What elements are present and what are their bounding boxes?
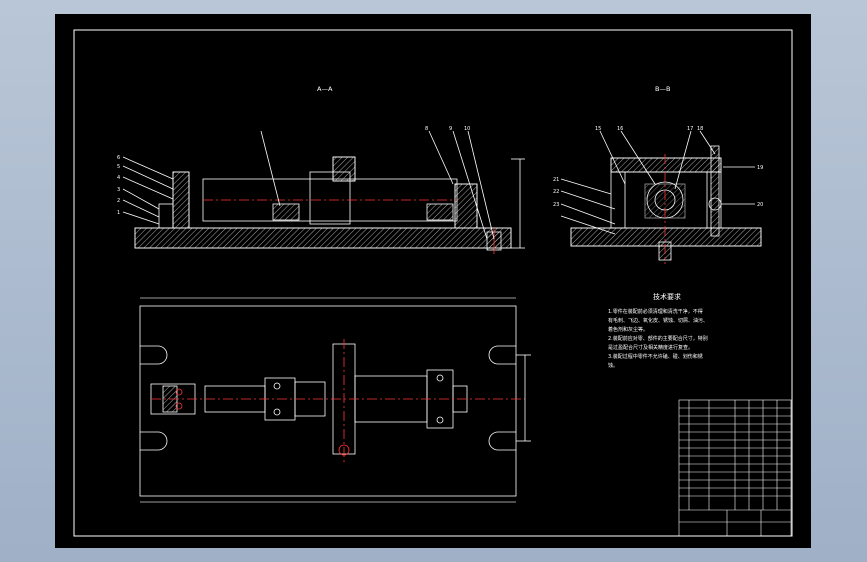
part-label-9: 9 xyxy=(449,126,452,132)
plan-view xyxy=(139,297,531,503)
part-label-6: 6 xyxy=(117,155,120,161)
tech-req-line-6: 3.装配过程中零件不允许磕、碰、划伤和锈 xyxy=(608,353,703,360)
part-label-22: 22 xyxy=(553,189,559,195)
part-label-19: 19 xyxy=(757,165,763,171)
part-label-5: 5 xyxy=(117,164,120,170)
part-label-10: 10 xyxy=(464,126,470,132)
part-label-1: 1 xyxy=(117,210,120,216)
part-label-23: 23 xyxy=(553,202,559,208)
section-b-part-labels: 15 16 17 18 19 20 21 22 23 xyxy=(553,126,763,208)
section-b-label: B—B xyxy=(655,85,670,93)
section-a-label: A—A xyxy=(317,85,333,93)
part-label-8: 8 xyxy=(425,126,428,132)
tech-req-line-5: 是过盈配合尺寸及相关精度进行复查。 xyxy=(608,344,693,351)
part-label-4: 4 xyxy=(117,175,120,181)
cad-drawing-canvas: A—A 6 xyxy=(73,29,793,537)
part-label-18: 18 xyxy=(697,126,703,132)
tech-req-line-2: 有毛刺、飞边、氧化皮、锈蚀、切屑、油污、 xyxy=(608,317,708,324)
part-label-20: 20 xyxy=(757,202,763,208)
tech-req-line-1: 1.零件在装配前必须清理和清洗干净，不得 xyxy=(608,308,703,315)
tech-req-line-3: 着色剂和灰尘等。 xyxy=(608,326,648,333)
drawing-sheet: A—A 6 xyxy=(55,14,811,548)
tech-req-title: 技术要求 xyxy=(653,292,681,301)
section-b-view: B—B xyxy=(560,85,762,264)
part-label-21: 21 xyxy=(553,177,559,183)
drawing-border xyxy=(73,29,793,537)
part-label-2: 2 xyxy=(117,198,120,204)
title-block xyxy=(678,399,792,537)
section-a-part-labels: 6 5 4 3 2 1 8 9 10 xyxy=(117,126,470,216)
section-a-view: A—A xyxy=(122,85,525,254)
tech-req-line-4: 2.装配前应对零、部件的主要配合尺寸，特别 xyxy=(608,335,708,342)
part-label-3: 3 xyxy=(117,187,120,193)
part-label-17: 17 xyxy=(687,126,693,132)
technical-requirements: 技术要求 1.零件在装配前必须清理和清洗干净，不得 有毛刺、飞边、氧化皮、锈蚀、… xyxy=(608,292,708,369)
tech-req-line-7: 蚀。 xyxy=(608,362,618,369)
part-label-15: 15 xyxy=(595,126,601,132)
part-label-16: 16 xyxy=(617,126,623,132)
